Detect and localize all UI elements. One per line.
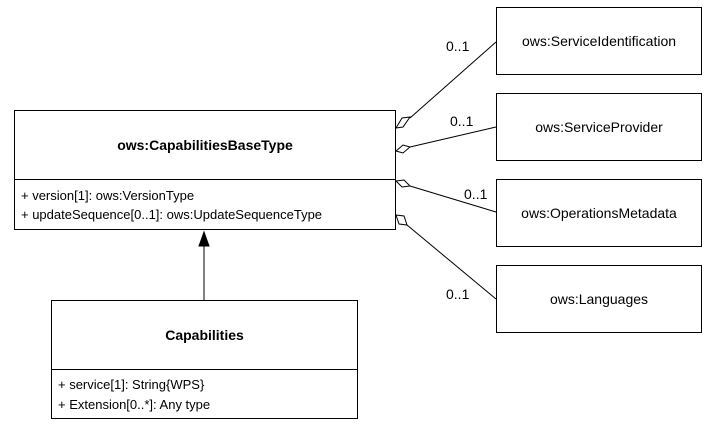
multiplicity-label: 0..1 bbox=[464, 186, 488, 202]
multiplicity-label: 0..1 bbox=[446, 38, 470, 54]
aggregation-diamond-languages bbox=[395, 214, 408, 226]
multiplicity-label: 0..1 bbox=[450, 113, 474, 129]
class-operations-metadata: ows:OperationsMetadata bbox=[496, 179, 702, 247]
generalization-arrowhead bbox=[198, 230, 210, 247]
aggregation-diamond-service-identification bbox=[395, 116, 412, 129]
class-compartment-divider bbox=[52, 369, 357, 370]
class-service-identification: ows:ServiceIdentification bbox=[496, 7, 702, 75]
class-service-provider: ows:ServiceProvider bbox=[496, 93, 702, 161]
class-compartment-divider bbox=[15, 179, 395, 180]
aggregation-line-operations-metadata bbox=[409, 185, 497, 213]
class-attribute: + Extension[0..*]: Any type bbox=[58, 397, 211, 412]
aggregation-line-languages bbox=[406, 224, 497, 300]
class-attribute: + version[1]: ows:VersionType bbox=[21, 188, 195, 203]
class-attribute: + service[1]: String{WPS} bbox=[58, 377, 205, 392]
multiplicity-label: 0..1 bbox=[446, 286, 470, 302]
aggregation-line-service-identification bbox=[409, 41, 497, 119]
aggregation-diamond-operations-metadata bbox=[394, 179, 412, 188]
class-name-languages: ows:Languages bbox=[549, 291, 649, 307]
class-name-operations-metadata: ows:OperationsMetadata bbox=[521, 205, 677, 221]
class-name-capabilities-base-type: ows:CapabilitiesBaseType bbox=[117, 137, 293, 153]
class-name-service-identification: ows:ServiceIdentification bbox=[521, 33, 677, 49]
aggregation-diamond-service-provider bbox=[394, 144, 412, 154]
class-capabilities-base-type: ows:CapabilitiesBaseType + version[1]: o… bbox=[14, 110, 396, 230]
aggregation-line-service-provider bbox=[409, 126, 497, 148]
class-languages: ows:Languages bbox=[496, 265, 702, 333]
class-name-capabilities: Capabilities bbox=[165, 327, 244, 343]
class-name-service-provider: ows:ServiceProvider bbox=[535, 119, 663, 135]
class-attribute: + updateSequence[0..1]: ows:UpdateSequen… bbox=[21, 207, 323, 222]
class-capabilities: Capabilities + service[1]: String{WPS} +… bbox=[51, 300, 358, 419]
